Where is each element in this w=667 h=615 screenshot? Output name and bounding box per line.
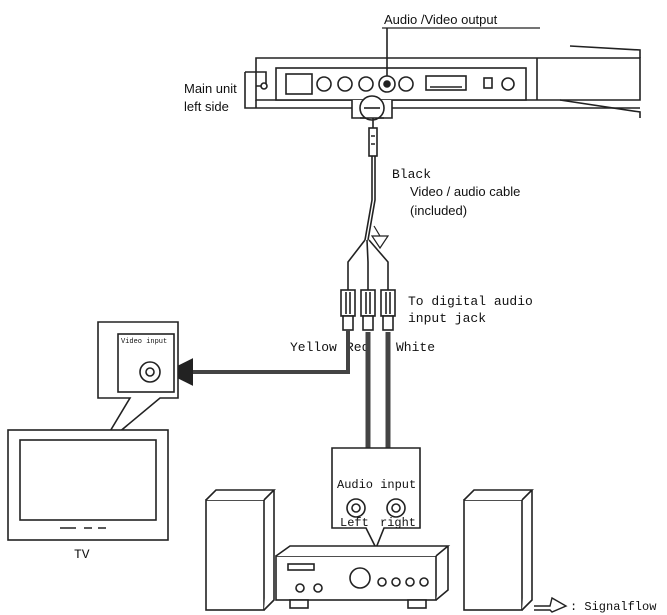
signalflow-legend-arrow — [534, 596, 568, 613]
speaker-right — [463, 489, 534, 611]
cable-signal-arrow — [370, 225, 390, 250]
right-label: right — [380, 516, 416, 530]
main-unit-label-line1: Main unit — [184, 81, 237, 96]
tv-video-input-callout — [97, 321, 179, 449]
signalflow-label: : Signalflow — [570, 600, 657, 614]
yellow-label: Yellow — [290, 340, 337, 355]
tv-set — [7, 429, 169, 541]
cable-label-line2: (included) — [410, 203, 467, 218]
tv-label: TV — [74, 547, 90, 562]
white-label: White — [396, 340, 435, 355]
left-label: Left — [340, 516, 369, 530]
main-unit-label-line2: left side — [184, 99, 229, 114]
digital-audio-label-line1: To digital audio — [408, 294, 533, 309]
speaker-left — [205, 489, 276, 611]
main-unit — [244, 45, 641, 121]
av-cable — [347, 118, 389, 290]
black-label: Black — [392, 167, 431, 182]
audio-signal-arrows — [365, 332, 391, 462]
audio-input-label: Audio input — [337, 478, 416, 492]
rca-plugs — [340, 289, 396, 331]
amplifier — [275, 545, 451, 609]
video-input-label: Video input — [121, 338, 167, 346]
red-label: Red — [346, 340, 369, 355]
cable-label-line1: Video / audio cable — [410, 184, 520, 199]
digital-audio-label-line2: input jack — [408, 311, 486, 326]
audio-input-callout — [331, 447, 421, 550]
video-signal-line — [165, 330, 350, 386]
av-output-label: Audio /Video output — [384, 12, 498, 27]
